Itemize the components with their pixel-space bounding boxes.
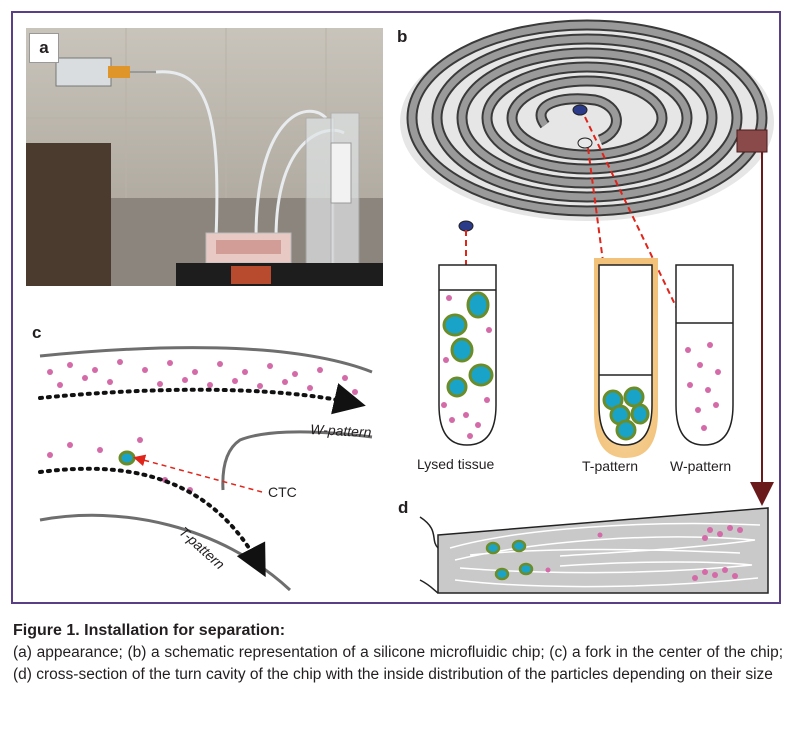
panel-label-b: b — [397, 27, 407, 46]
w-pattern-label: W-pattern — [310, 421, 372, 440]
installation-photo — [26, 28, 383, 286]
t-path-dots — [38, 466, 266, 578]
figure-caption: Figure 1. Installation for separation: (… — [13, 620, 783, 686]
tube-label-lysed: Lysed tissue — [417, 456, 495, 472]
ctc-cell — [118, 450, 136, 466]
schematic-diagram: b — [32, 19, 774, 594]
panel-label-d: d — [398, 498, 408, 517]
panel-label-a: a — [29, 33, 59, 63]
cross-section — [419, 507, 769, 594]
figure-frame — [11, 11, 781, 604]
ctc-cells-t — [602, 386, 650, 441]
tube-w-pattern — [675, 264, 734, 446]
caption-title: Figure 1. Installation for separation: — [13, 622, 286, 639]
panel-label-c: c — [32, 323, 41, 342]
ctc-cells-lysed — [442, 291, 494, 398]
caption-body: (a) appearance; (b) a schematic represen… — [13, 644, 783, 683]
blood-cells-lysed — [441, 295, 492, 439]
w-path-dots — [38, 383, 366, 415]
ctc-label: CTC — [268, 484, 297, 500]
tube-label-t: T-pattern — [582, 458, 638, 474]
ctc-pointer — [133, 454, 263, 493]
spiral-chip — [400, 19, 774, 232]
t-pattern-label: T-pattern — [176, 523, 228, 572]
w-outlet-arrow — [584, 116, 695, 344]
blood-cells-w — [685, 342, 721, 431]
tube-label-w: W-pattern — [670, 458, 731, 474]
